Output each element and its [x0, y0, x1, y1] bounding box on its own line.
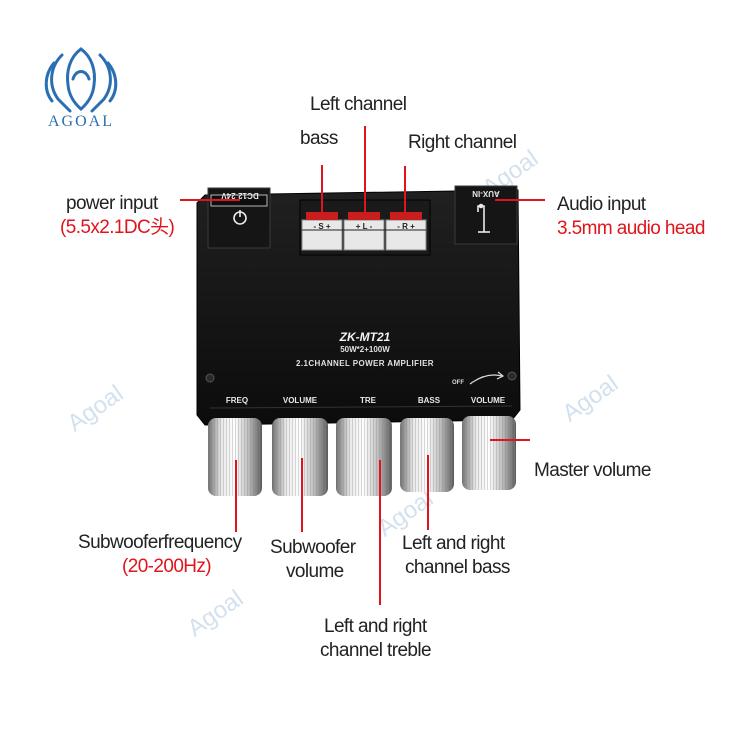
knob-label-tre: TRE [360, 396, 376, 405]
callout-left-channel: Left channel [310, 94, 407, 115]
knob-master-volume [462, 416, 516, 490]
off-label: OFF [452, 380, 464, 386]
callout-sub-frequency-range: (20-200Hz) [122, 556, 212, 577]
power-spec: 50W*2+100W [340, 345, 390, 354]
callout-audio-input-spec: 3.5mm audio head [557, 218, 705, 239]
aux-label: AUX-IN [472, 189, 500, 198]
knob-sub-volume [272, 418, 328, 496]
callout-lr-treble-line1: Left and right [324, 616, 427, 637]
dc-voltage-label: DC12-24V [221, 191, 259, 200]
terminal-label-sub: - S + [313, 222, 331, 231]
callout-lr-bass-line1: Left and right [402, 533, 505, 554]
callout-sub-frequency: Subwooferfrequency [78, 532, 242, 553]
callout-sub-volume-line1: Subwoofer [270, 537, 356, 558]
device-subtitle: 2.1CHANNEL POWER AMPLIFIER [296, 359, 434, 368]
callout-power-input-spec: (5.5x2.1DC头) [60, 217, 175, 238]
callout-lr-treble-line2: channel treble [320, 640, 432, 661]
callout-master-volume: Master volume [534, 460, 651, 481]
model-name: ZK-MT21 [339, 330, 391, 344]
knob-label-volume: VOLUME [282, 396, 318, 405]
logo-text: AGOAL [48, 113, 114, 130]
knob-label-freq: FREQ [225, 396, 249, 405]
callout-audio-input: Audio input [557, 194, 646, 215]
brand-logo-icon [44, 47, 118, 113]
speaker-terminals [301, 212, 427, 251]
terminal-label-left: + L - [355, 222, 373, 231]
callout-power-input: power input [66, 193, 158, 214]
callout-sub-volume-line2: volume [286, 561, 344, 582]
knob-label-master-volume: VOLUME [470, 396, 506, 405]
knob-label-bass: BASS [417, 396, 441, 405]
terminal-label-right: - R + [397, 222, 415, 231]
callout-right-channel: Right channel [408, 132, 517, 153]
audio-jack-icon [477, 203, 490, 233]
knob-treble [336, 418, 392, 496]
knob-freq [208, 418, 262, 496]
callout-bass: bass [300, 128, 338, 149]
callout-lr-bass-line2: channel bass [405, 557, 510, 578]
